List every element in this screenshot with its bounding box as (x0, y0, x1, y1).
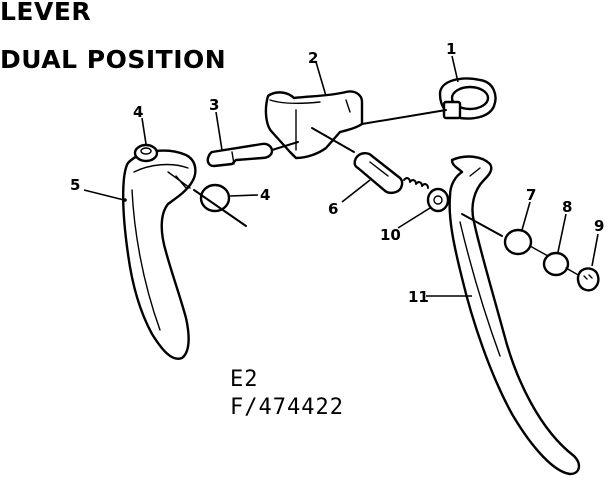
callout-4-upper: 4 (133, 103, 143, 121)
title-line-2: DUAL POSITION (0, 45, 227, 74)
part-7-washer[interactable] (503, 228, 549, 257)
part-1-clamp-ring[interactable] (361, 77, 497, 125)
title-line-1: LEVER (0, 0, 92, 26)
callout-3: 3 (209, 96, 219, 114)
callout-10: 10 (380, 226, 401, 244)
part-11-lever-right[interactable] (448, 155, 581, 476)
callout-6: 6 (328, 200, 338, 218)
diagram-code-line-2: F/474422 (230, 395, 344, 420)
callout-9: 9 (594, 217, 604, 235)
callout-1: 1 (446, 40, 456, 58)
part-8-washer[interactable] (542, 251, 581, 277)
diagram-code-line-1: E2 (230, 367, 259, 392)
part-9-nut[interactable] (576, 267, 600, 292)
callout-4-lower: 4 (260, 186, 270, 204)
callout-7: 7 (526, 186, 536, 204)
callout-5: 5 (70, 176, 80, 194)
part-4-pivot-cap-lower[interactable] (167, 171, 247, 227)
part-5-brake-lever-left[interactable] (122, 149, 197, 360)
part-6-adjuster-pin[interactable] (353, 152, 429, 195)
callout-8: 8 (562, 198, 572, 216)
part-10-washer[interactable] (426, 187, 450, 213)
part-3-bolt[interactable] (206, 141, 299, 168)
part-4-pivot-cap-upper[interactable] (133, 143, 159, 163)
callout-leaders (83, 55, 599, 297)
callout-11: 11 (408, 288, 429, 306)
callout-2: 2 (308, 49, 318, 67)
